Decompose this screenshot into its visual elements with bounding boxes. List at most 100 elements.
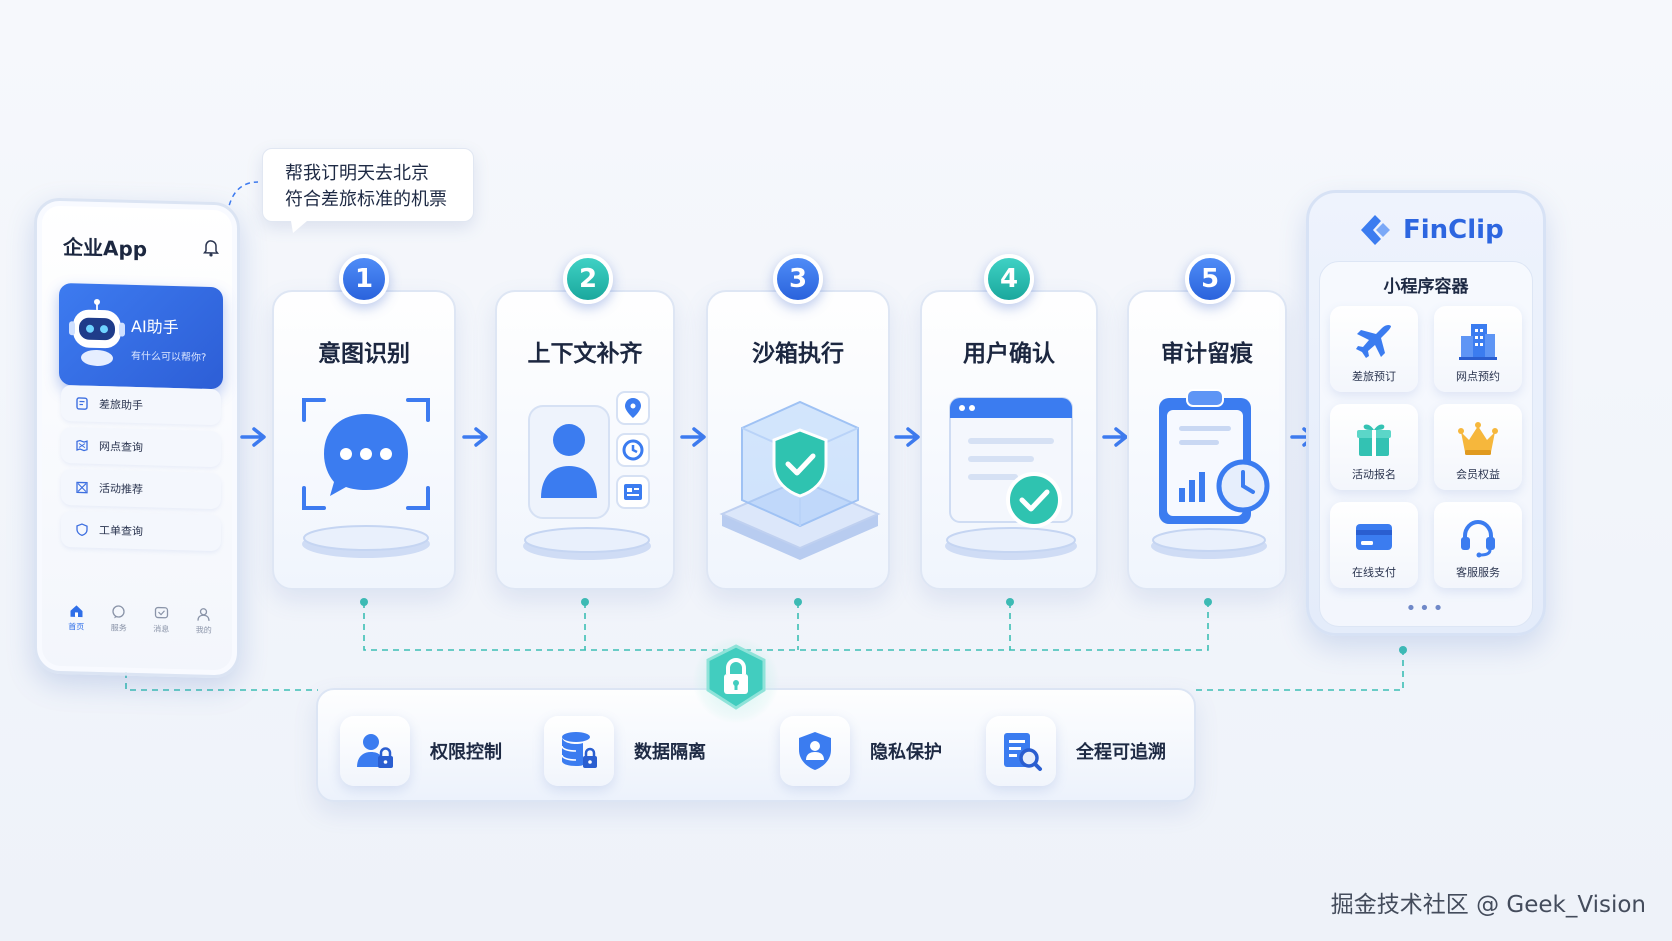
arrow-right-icon bbox=[462, 427, 488, 447]
sandbox-shield-icon bbox=[719, 400, 881, 560]
gift-icon bbox=[1357, 424, 1391, 456]
security-item-full-traceability: 全程可追溯 bbox=[986, 716, 1166, 786]
robot-icon bbox=[69, 298, 125, 366]
tile-online-payment[interactable]: 在线支付 bbox=[1330, 502, 1418, 588]
window-check-icon bbox=[945, 397, 1077, 560]
map-icon bbox=[76, 439, 88, 452]
arrow-right-icon bbox=[1102, 427, 1128, 447]
security-label: 隐私保护 bbox=[870, 742, 942, 763]
ai-assistant-name: AI助手 bbox=[131, 316, 179, 338]
phone-title: 企业App bbox=[63, 235, 148, 262]
step-title: 沙箱执行 bbox=[752, 341, 844, 367]
step-title: 审计留痕 bbox=[1161, 341, 1253, 367]
tile-event-signup[interactable]: 活动报名 bbox=[1330, 404, 1418, 490]
tab-label: 首页 bbox=[68, 622, 85, 632]
menu-item-label: 差旅助手 bbox=[99, 398, 143, 413]
more-dots[interactable]: ••• bbox=[1405, 598, 1447, 619]
chat-bubble-icon bbox=[302, 398, 430, 558]
tile-travel-booking[interactable]: 差旅预订 bbox=[1330, 306, 1418, 392]
step-number-badge: 2 bbox=[563, 254, 613, 304]
menu-item-label: 活动推荐 bbox=[99, 482, 143, 497]
security-item-data-isolation: 数据隔离 bbox=[544, 716, 706, 786]
building-icon bbox=[1459, 324, 1497, 360]
menu-item-branch-query[interactable]: 网点查询 bbox=[61, 427, 221, 468]
finclip-logo-icon bbox=[1361, 215, 1390, 245]
menu-item-label: 网点查询 bbox=[99, 440, 143, 455]
step-card-user-confirmation: 用户确认 bbox=[920, 290, 1098, 590]
tile-label: 客服服务 bbox=[1456, 566, 1500, 579]
tile-branch-booking[interactable]: 网点预约 bbox=[1434, 306, 1522, 392]
ai-assistant-card[interactable]: AI助手 有什么可以帮你? bbox=[59, 282, 223, 390]
tab-mine[interactable]: 我的 bbox=[196, 607, 212, 647]
menu-item-label: 工单查询 bbox=[99, 524, 143, 539]
step-title: 上下文补齐 bbox=[527, 341, 643, 367]
step-card-sandbox-execution: 沙箱执行 bbox=[706, 290, 890, 590]
user-request-bubble: 帮我订明天去北京 符合差旅标准的机票 bbox=[262, 148, 474, 233]
step-title: 用户确认 bbox=[963, 341, 1055, 367]
mini-program-grid: 小程序容器 差旅预订 网点预约 活动报名 bbox=[1319, 261, 1533, 627]
watermark: 掘金技术社区 @ Geek_Vision bbox=[1330, 892, 1646, 918]
card-icon bbox=[1356, 524, 1392, 550]
plane-icon bbox=[1356, 324, 1391, 358]
tile-label: 差旅预订 bbox=[1352, 370, 1396, 383]
security-capabilities-bar: 权限控制 数据隔离 隐私保护 bbox=[316, 688, 1196, 802]
step-card-context-completion: 上下文补齐 bbox=[495, 290, 675, 590]
bottom-tab-bar: 首页 服务 消息 我的 bbox=[55, 603, 225, 647]
security-label: 权限控制 bbox=[430, 742, 502, 763]
menu-item-ticket-query[interactable]: 工单查询 bbox=[61, 511, 221, 552]
bell-icon[interactable] bbox=[203, 239, 219, 257]
security-label: 全程可追溯 bbox=[1076, 742, 1166, 763]
tab-label: 我的 bbox=[195, 625, 212, 635]
menu-item-travel-assistant[interactable]: 差旅助手 bbox=[61, 385, 221, 426]
step-number-badge: 4 bbox=[984, 254, 1034, 304]
tile-label: 活动报名 bbox=[1352, 468, 1396, 481]
mini-program-container-title: 小程序容器 bbox=[1383, 277, 1469, 297]
step-number-badge: 3 bbox=[773, 254, 823, 304]
menu-item-event-recommend[interactable]: 活动推荐 bbox=[61, 469, 221, 510]
tile-label: 网点预约 bbox=[1456, 370, 1500, 383]
document-icon bbox=[76, 397, 88, 410]
arrow-right-icon bbox=[680, 427, 706, 447]
security-item-permission-control: 权限控制 bbox=[340, 716, 502, 786]
step-card-audit-trail: 审计留痕 bbox=[1127, 290, 1287, 590]
shield-icon bbox=[76, 523, 88, 537]
arrow-right-icon bbox=[240, 427, 266, 447]
tab-home[interactable]: 首页 bbox=[68, 603, 84, 643]
message-icon bbox=[154, 606, 168, 619]
lock-icon bbox=[706, 644, 766, 710]
headset-icon bbox=[1461, 519, 1495, 558]
tile-customer-service[interactable]: 客服服务 bbox=[1434, 502, 1522, 588]
home-icon bbox=[70, 605, 83, 618]
arrow-right-icon bbox=[894, 427, 920, 447]
bubble-line-2: 符合差旅标准的机票 bbox=[285, 189, 447, 210]
privacy-shield-icon bbox=[799, 732, 831, 770]
tile-member-benefits[interactable]: 会员权益 bbox=[1434, 404, 1522, 490]
crown-icon bbox=[1458, 422, 1498, 455]
user-context-icon bbox=[523, 391, 651, 560]
security-lock-badge bbox=[692, 636, 780, 724]
enterprise-app-phone: 企业App AI助手 有什么可以帮你? 差旅助手 网点查询 活动推荐 工单查询 bbox=[34, 197, 240, 679]
tab-messages[interactable]: 消息 bbox=[153, 605, 169, 645]
security-label: 数据隔离 bbox=[634, 742, 706, 763]
finclip-container-panel: FinClip 小程序容器 差旅预订 网点预约 bbox=[1306, 190, 1546, 636]
tab-label: 服务 bbox=[110, 623, 127, 633]
security-item-privacy-protection: 隐私保护 bbox=[780, 716, 942, 786]
finclip-brand: FinClip bbox=[1403, 215, 1504, 245]
tile-label: 会员权益 bbox=[1456, 468, 1500, 481]
user-lock-icon bbox=[357, 734, 393, 768]
tile-label: 在线支付 bbox=[1352, 566, 1396, 579]
step-title: 意图识别 bbox=[318, 341, 410, 367]
ai-assistant-subtitle: 有什么可以帮你? bbox=[131, 350, 207, 364]
search-document-icon bbox=[1004, 733, 1042, 771]
flag-icon bbox=[76, 481, 88, 494]
step-number-badge: 1 bbox=[339, 254, 389, 304]
tab-service[interactable]: 服务 bbox=[111, 604, 127, 644]
user-icon bbox=[197, 608, 210, 621]
finclip-logo: FinClip bbox=[1359, 213, 1504, 247]
bubble-line-1: 帮我订明天去北京 bbox=[285, 163, 429, 184]
chat-icon bbox=[112, 605, 125, 619]
step-card-intent-recognition: 意图识别 bbox=[272, 290, 456, 590]
tab-label: 消息 bbox=[153, 624, 170, 634]
database-lock-icon bbox=[561, 732, 597, 768]
clipboard-clock-icon bbox=[1151, 389, 1270, 559]
